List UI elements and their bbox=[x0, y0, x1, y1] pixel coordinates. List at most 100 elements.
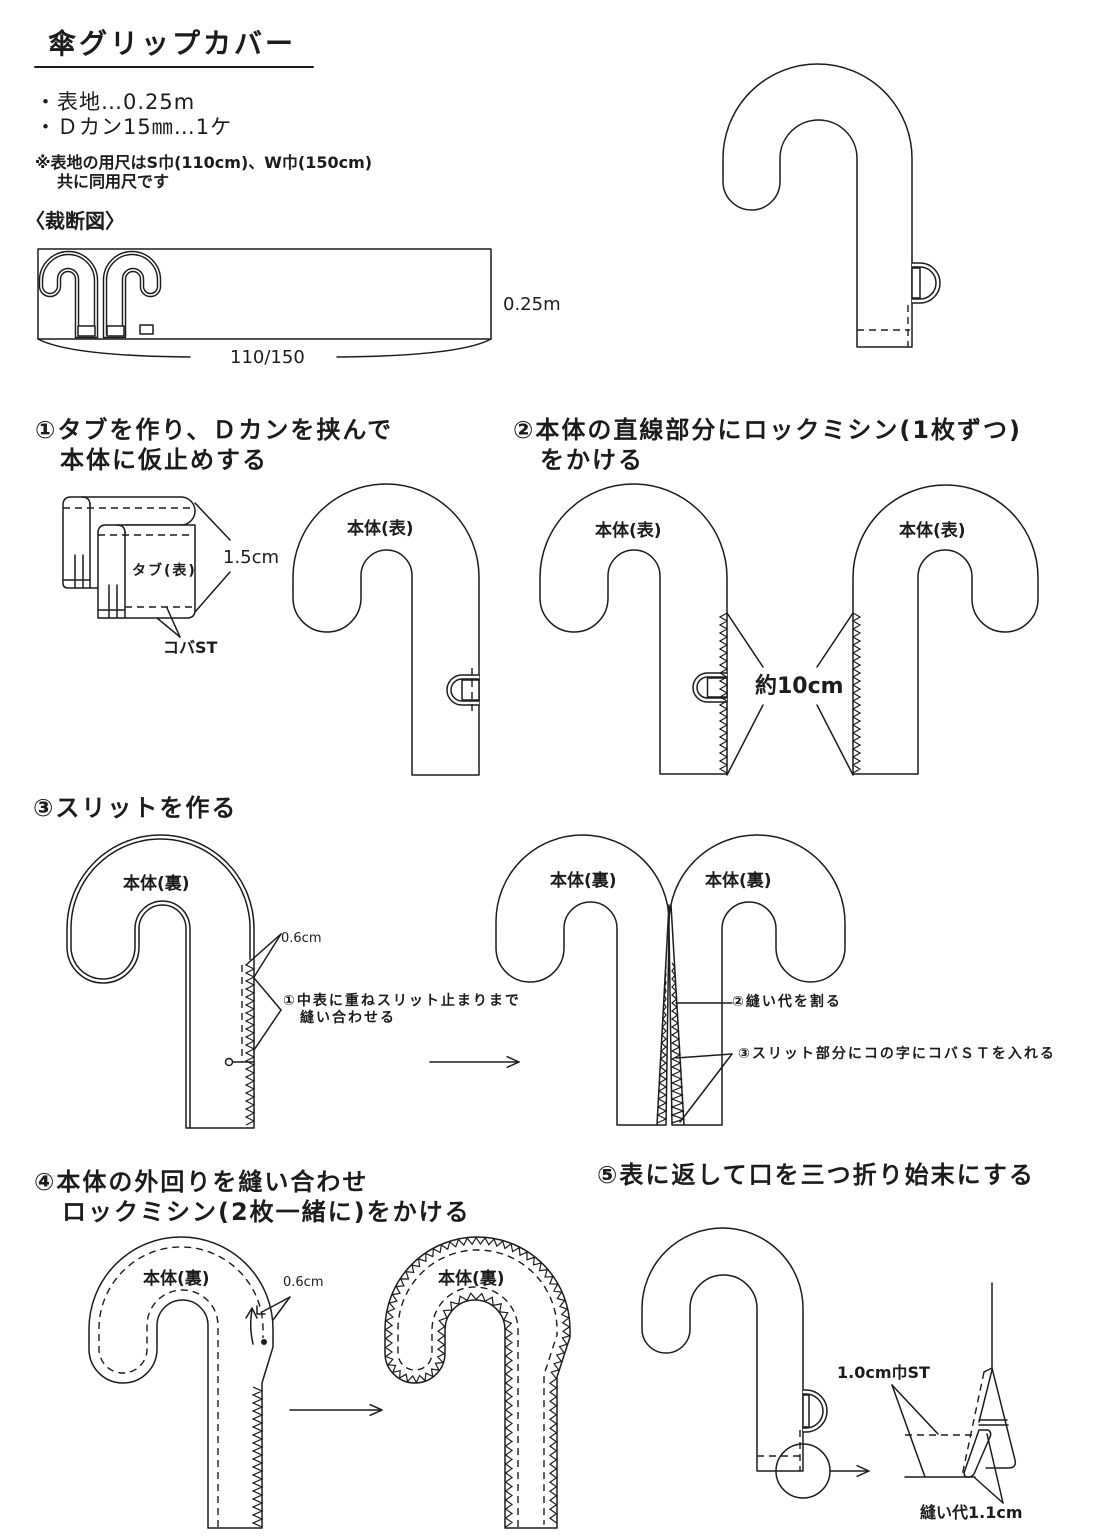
seam-width-leader bbox=[253, 933, 282, 978]
overlock-stitch bbox=[718, 612, 729, 774]
arrow-right-icon bbox=[829, 1464, 870, 1478]
body-outline bbox=[539, 483, 728, 775]
body-label-right: 本体(裏) bbox=[705, 871, 772, 891]
cutting-diagram-title: 〈裁断図〉 bbox=[25, 209, 125, 233]
seam-edge-line bbox=[70, 838, 251, 1128]
length-leader bbox=[726, 612, 764, 668]
body-outline bbox=[641, 1227, 804, 1472]
material-item-d-ring: ・Ｄカン15㎜…1ケ bbox=[35, 115, 233, 139]
arrow-head bbox=[369, 1403, 383, 1417]
d-ring-inner bbox=[696, 676, 728, 699]
seam-stitch-line bbox=[98, 1246, 264, 1527]
fold-edge bbox=[978, 1369, 993, 1423]
arrow-head bbox=[856, 1464, 870, 1478]
overlock-stitch bbox=[851, 612, 862, 774]
d-ring-icon bbox=[446, 674, 480, 706]
step-4-figures bbox=[88, 1236, 571, 1529]
body-outline bbox=[66, 834, 255, 1129]
step-1-title-line-1: ①タブを作り、Ｄカンを挟んで bbox=[35, 416, 394, 444]
fold-dashed bbox=[961, 1371, 985, 1477]
slit-fold-line bbox=[656, 904, 670, 1126]
dimension-leader bbox=[194, 502, 231, 541]
edge-stitch-label: コバST bbox=[163, 638, 218, 657]
start-point-dot bbox=[261, 1339, 267, 1345]
body-outline bbox=[722, 63, 913, 348]
instruction-leader bbox=[675, 1053, 733, 1059]
dimension-leader bbox=[194, 571, 231, 613]
body-front-left bbox=[539, 483, 728, 775]
instruction-2: ②縫い代を割る bbox=[732, 994, 842, 1010]
overlock-stitch bbox=[656, 962, 668, 1124]
pattern-piece-inner-line bbox=[104, 252, 160, 337]
stitch-width-label: 1.0cm巾ST bbox=[837, 1363, 930, 1382]
step-5-title: ⑤表に返して口を三つ折り始末にする bbox=[597, 1161, 1035, 1189]
seam-stitch-line bbox=[397, 1249, 559, 1527]
body-outline bbox=[852, 484, 1039, 775]
pattern-piece-2 bbox=[102, 250, 162, 339]
tab-front-outline bbox=[97, 524, 196, 619]
overlock-stitch bbox=[244, 964, 256, 1126]
instruction-leader bbox=[253, 977, 282, 1011]
d-ring-tab bbox=[911, 267, 921, 299]
step-1-figures bbox=[62, 483, 480, 776]
seam-width-label: 0.6cm bbox=[283, 1275, 324, 1290]
step-1-title-line-2: 本体に仮止めする bbox=[60, 446, 268, 474]
body-outline bbox=[292, 483, 480, 776]
fabric-note-line-2: 共に同用尺です bbox=[57, 172, 170, 191]
overlock-stitch bbox=[670, 962, 686, 1124]
instruction-3: ③スリット部分にコの字にコバＳＴを入れる bbox=[738, 1046, 1056, 1062]
step-2-figures bbox=[539, 483, 1039, 776]
tab-piece bbox=[139, 324, 154, 335]
instruction-leader bbox=[679, 1053, 733, 1123]
fabric-height-label: 0.25m bbox=[503, 294, 561, 315]
body-front-right bbox=[852, 484, 1039, 775]
hem-cross-section bbox=[891, 1282, 1017, 1504]
seam-allowance-label: 縫い代1.1cm bbox=[920, 1503, 1023, 1522]
width-brace-right bbox=[336, 338, 492, 358]
d-ring-icon bbox=[802, 1389, 828, 1433]
slit-stop-marker bbox=[224, 1057, 234, 1067]
length-leader bbox=[726, 704, 764, 776]
seam-allowance-leader bbox=[974, 1477, 1004, 1504]
instruction-1-line-1: ①中表に重ねスリット止まりまで bbox=[283, 993, 521, 1009]
body-wrong-side-right bbox=[384, 1236, 571, 1529]
body-wrong-side-left bbox=[495, 834, 670, 1126]
tab-fold-curve bbox=[81, 496, 91, 506]
tab-fold-curve bbox=[116, 524, 126, 534]
width-brace-left bbox=[37, 338, 191, 358]
instruction-leader bbox=[253, 1009, 282, 1051]
arrow-right-icon bbox=[429, 1055, 520, 1069]
arrow-right-icon bbox=[289, 1403, 383, 1417]
body-right-side bbox=[641, 1227, 804, 1472]
body-outline bbox=[384, 1236, 571, 1529]
body-outline bbox=[495, 834, 670, 1126]
d-ring-tab bbox=[461, 679, 480, 701]
body-label-right: 本体(裏) bbox=[438, 1269, 505, 1289]
body-label-left: 本体(裏) bbox=[550, 871, 617, 891]
seam-width-label: 0.6cm bbox=[281, 931, 322, 946]
material-item-fabric: ・表地…0.25m bbox=[35, 90, 196, 114]
body-label: 本体(表) bbox=[347, 519, 414, 539]
d-ring-icon bbox=[911, 262, 941, 304]
hem-box bbox=[106, 325, 125, 337]
fabric-width-label: 110/150 bbox=[230, 347, 305, 368]
step-5-figures bbox=[641, 1227, 1017, 1504]
step-3-title: ③スリットを作る bbox=[33, 794, 238, 822]
seam-width-leader bbox=[261, 1296, 291, 1313]
finished-grip-cover bbox=[722, 63, 941, 348]
pattern-piece-1 bbox=[38, 250, 99, 339]
step-4-title-line-1: ④本体の外回りを縫い合わせ bbox=[34, 1168, 369, 1196]
body-label-right: 本体(表) bbox=[899, 521, 966, 541]
d-ring-inner bbox=[802, 1393, 824, 1429]
body-label: 本体(裏) bbox=[123, 874, 190, 894]
length-leader bbox=[816, 704, 854, 776]
stitch-width-leader bbox=[891, 1384, 926, 1478]
edge-stitch-leader bbox=[156, 617, 181, 638]
body-outline bbox=[668, 834, 846, 1126]
hem-box bbox=[77, 325, 96, 337]
overlock-stitch bbox=[384, 1236, 571, 1528]
step-2-title-line-2: をかける bbox=[540, 446, 644, 474]
arrow-head bbox=[506, 1055, 520, 1069]
